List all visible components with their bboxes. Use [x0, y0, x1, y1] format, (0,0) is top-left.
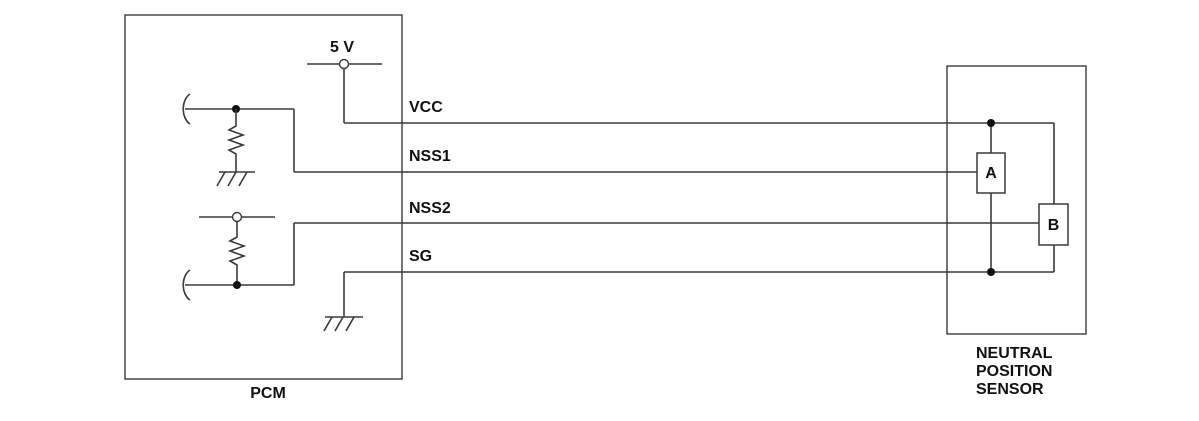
- label-vcc: VCC: [409, 99, 443, 116]
- lower-junction: [233, 281, 241, 289]
- pcm-block: PCM: [124, 14, 403, 402]
- lower-supply-terminal: [231, 211, 243, 223]
- sensor-element-b-label: B: [1048, 217, 1060, 234]
- sg-ground: [323, 272, 363, 332]
- pcm-label: PCM: [250, 385, 286, 402]
- label-nss1: NSS1: [409, 148, 451, 165]
- sensor-box: [946, 65, 1087, 335]
- sensor-label-line-2: POSITION: [976, 363, 1052, 380]
- sg-ground-icon: [323, 316, 363, 332]
- upper-input-circuit: [182, 93, 295, 187]
- lower-resistor: [227, 221, 247, 285]
- supply-terminal: [338, 58, 350, 70]
- supply-5v: 5 V: [307, 39, 382, 123]
- upper-ground-icon: [216, 171, 255, 187]
- lower-input-tilde: [182, 269, 191, 301]
- pcm-box: [124, 14, 403, 380]
- upper-resistor: [226, 109, 246, 172]
- sensor-element-b: [1038, 203, 1069, 246]
- supply-label: 5 V: [330, 39, 354, 56]
- sensor-element-a-label: A: [985, 165, 997, 182]
- sensor-sg-junction: [987, 268, 995, 276]
- sensor-element-a: [976, 152, 1006, 194]
- sensor-vcc-junction: [987, 119, 995, 127]
- upper-input-tilde: [182, 93, 191, 125]
- label-sg: SG: [409, 248, 432, 265]
- sensor-label-line-1: NEUTRAL: [976, 345, 1053, 362]
- lower-input-circuit: [182, 211, 295, 301]
- sensor-label-line-3: SENSOR: [976, 381, 1044, 398]
- label-nss2: NSS2: [409, 200, 451, 217]
- sensor-block: A B NEUTRAL POSITION SENSOR: [946, 65, 1087, 398]
